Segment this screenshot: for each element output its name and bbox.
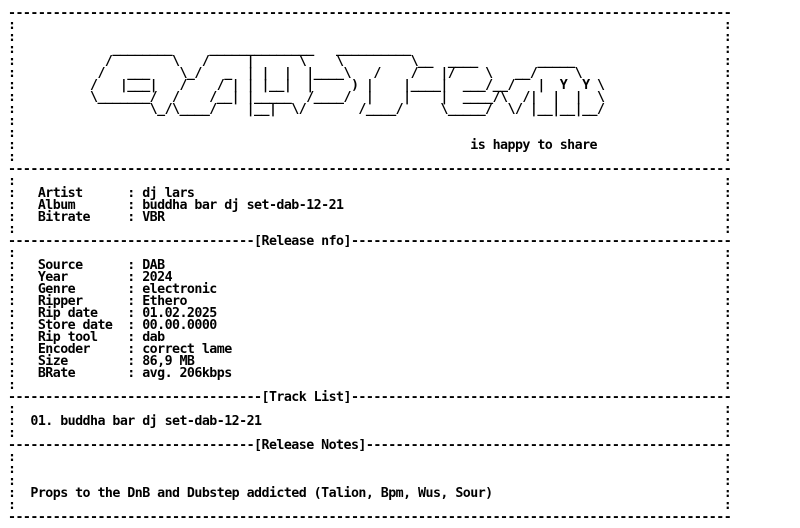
- blank-line: : :: [8, 378, 732, 393]
- field-encoder: : Encoder : correct lame :: [8, 342, 732, 357]
- field-album: : Album : buddha bar dj set-dab-12-21 :: [8, 198, 732, 213]
- section-header-track-list: ----------------------------------[Track…: [8, 390, 732, 405]
- ascii-logo-line: : / ___ \_/ _ | | | |____\ / / |/ \ __/ …: [8, 66, 732, 81]
- blank-line: : :: [8, 474, 732, 489]
- nfo-document: ----------------------------------------…: [8, 6, 732, 525]
- tagline: : is happy to share :: [8, 138, 732, 153]
- blank-line: : :: [8, 450, 732, 465]
- ascii-logo-line: : / |___| / / | | |__| | ) | |____| ___/…: [8, 78, 732, 93]
- blank-line: : :: [8, 114, 732, 129]
- blank-line: : :: [8, 426, 732, 441]
- blank-line: : :: [8, 18, 732, 33]
- blank-line: : :: [8, 498, 732, 513]
- field-bitrate: : Bitrate : VBR :: [8, 210, 732, 225]
- field-genre: : Genre : electronic :: [8, 282, 732, 297]
- blank-line: : :: [8, 402, 732, 417]
- blank-line: : :: [8, 222, 732, 237]
- field-store-date: : Store date : 00.00.0000 :: [8, 318, 732, 333]
- blank-line: : :: [8, 246, 732, 261]
- section-divider: ----------------------------------------…: [8, 162, 732, 177]
- border-top: ----------------------------------------…: [8, 6, 732, 21]
- field-ripper: : Ripper : Ethero :: [8, 294, 732, 309]
- field-artist: : Artist : dj lars :: [8, 186, 732, 201]
- blank-line: : :: [8, 174, 732, 189]
- release-notes-text: : Props to the DnB and Dubstep addicted …: [8, 486, 732, 501]
- field-rip-date: : Rip date : 01.02.2025 :: [8, 306, 732, 321]
- section-header-release-nfo: ---------------------------------[Releas…: [8, 234, 732, 249]
- ascii-logo-line: : \_______/ / /__| |_____ /____/ | | | _…: [8, 90, 732, 105]
- blank-line: : :: [8, 126, 732, 141]
- field-size: : Size : 86,9 MB :: [8, 354, 732, 369]
- field-rip-tool: : Rip tool : dab :: [8, 330, 732, 345]
- field-brate: : BRate : avg. 206kbps :: [8, 366, 732, 381]
- ascii-logo-line: : ________ ______________ __________ :: [8, 42, 732, 57]
- blank-line: : :: [8, 462, 732, 477]
- section-header-release-notes: ---------------------------------[Releas…: [8, 438, 732, 453]
- blank-line: : :: [8, 30, 732, 45]
- ascii-logo-line: : \_/\____/ |__| \/ /____/ \_____/ \/ |_…: [8, 102, 732, 117]
- field-source: : Source : DAB :: [8, 258, 732, 273]
- ascii-logo-line: : / \ / | \ \ \__ ____ _____ :: [8, 54, 732, 69]
- field-year: : Year : 2024 :: [8, 270, 732, 285]
- blank-line: : :: [8, 150, 732, 165]
- border-bottom: ----------------------------------------…: [8, 510, 732, 525]
- track-item: : 01. buddha bar dj set-dab-12-21 :: [8, 414, 732, 429]
